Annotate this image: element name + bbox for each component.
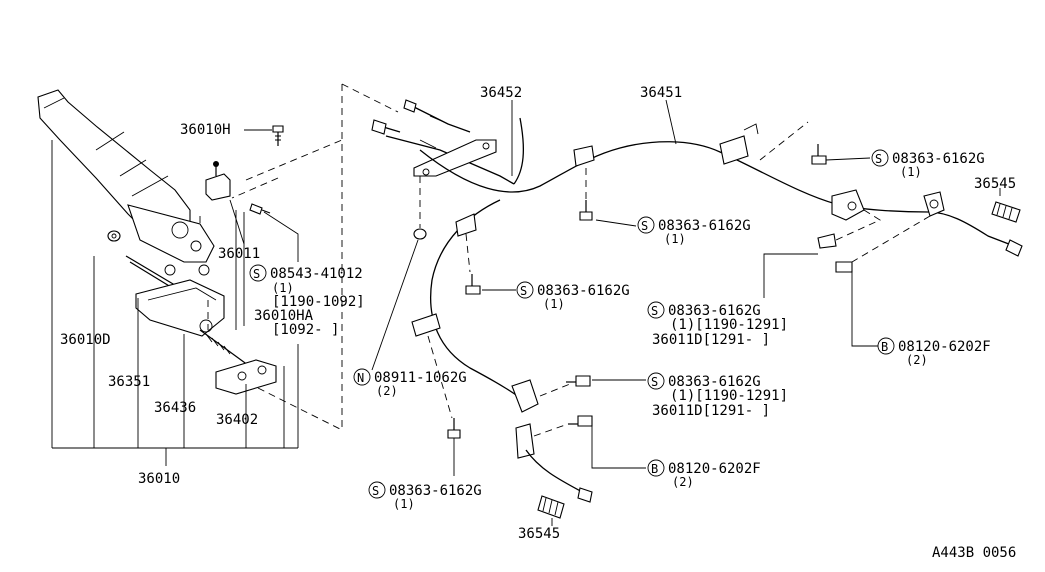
callout-prefix: S	[651, 304, 658, 318]
brake-cable-assembly	[371, 99, 1023, 526]
label-36010H: 36010H	[180, 122, 231, 138]
callout-prefix: S	[253, 267, 260, 281]
label-36010HA-range: [1092- ]	[272, 322, 339, 338]
callout-qty: (1)	[664, 232, 686, 246]
callout-qty: (1)[1190-1291]	[670, 388, 788, 404]
callout-08120-6202F-upper: B 08120-6202F (2)	[877, 337, 991, 367]
callout-qty: (2)	[672, 475, 694, 489]
callout-08120-6202F-lower: B 08120-6202F (2)	[647, 459, 761, 489]
callout-part-number: 08911-1062G	[374, 370, 467, 386]
callout-part-number: 08363-6162G	[658, 218, 751, 234]
drawing-number: A443B 0056	[932, 545, 1016, 561]
callout-part-number: 08363-6162G	[668, 303, 761, 319]
callout-qty: (1)	[393, 497, 415, 511]
callout-prefix: S	[372, 484, 379, 498]
callout-prefix: S	[651, 375, 658, 389]
callout-part-number: 08543-41012	[270, 266, 363, 282]
callout-qty: (1)	[272, 281, 294, 295]
callout-qty: (2)	[906, 353, 928, 367]
callout-prefix: B	[651, 462, 658, 476]
label-36010D: 36010D	[60, 332, 111, 348]
label-36436: 36436	[154, 400, 196, 416]
callout-prefix: B	[881, 340, 888, 354]
callout-part-number: 08120-6202F	[668, 461, 761, 477]
label-36452: 36452	[480, 85, 522, 101]
callout-qty: (1)[1190-1291]	[670, 317, 788, 333]
callout-part-number: 08363-6162G	[537, 283, 630, 299]
label-36402: 36402	[216, 412, 258, 428]
callout-08363-6162G-middle: S 08363-6162G (1)	[637, 216, 751, 246]
callout-08363-6162G-bottom: S 08363-6162G (1)	[368, 481, 482, 511]
callout-prefix: S	[875, 152, 882, 166]
callout-part-number: 08363-6162G	[892, 151, 985, 167]
label-36545-bottom: 36545	[518, 526, 560, 542]
callout-part-number: 08363-6162G	[389, 483, 482, 499]
group-boundary-lever	[245, 139, 343, 181]
callout-08911-1062G: N 08911-1062G (2)	[353, 368, 467, 398]
callout-qty: (1)	[543, 297, 565, 311]
callout-08363-6162G-left: S 08363-6162G (1)	[516, 281, 630, 311]
callout-note: 36011D[1291- ]	[652, 332, 770, 348]
callout-note: 36011D[1291- ]	[652, 403, 770, 419]
label-36545-right: 36545	[974, 176, 1016, 192]
callout-part-number: 08363-6162G	[668, 374, 761, 390]
callout-prefix: S	[520, 284, 527, 298]
callout-08363-6162G-right-upper: S 08363-6162G (1)[1190-1291] 36011D[1291…	[647, 301, 788, 348]
label-36351: 36351	[108, 374, 150, 390]
callout-qty: (2)	[376, 384, 398, 398]
callout-note: [1190-1092]	[272, 294, 365, 310]
label-36451: 36451	[640, 85, 682, 101]
hand-lever-assembly	[37, 89, 343, 466]
callout-part-number: 08120-6202F	[898, 339, 991, 355]
label-36010: 36010	[138, 471, 180, 487]
label-36010HA: 36010HA	[254, 308, 314, 324]
callout-08363-6162G-top-right: S 08363-6162G (1)	[871, 149, 985, 179]
callout-prefix: N	[357, 371, 364, 385]
callout-08543-41012: S 08543-41012 (1) [1190-1092]	[249, 264, 365, 310]
label-36011: 36011	[218, 246, 260, 262]
callout-08363-6162G-right-lower: S 08363-6162G (1)[1190-1291] 36011D[1291…	[647, 372, 788, 419]
group-boundary-top	[341, 83, 399, 113]
callout-qty: (1)	[900, 165, 922, 179]
callout-prefix: S	[641, 219, 648, 233]
